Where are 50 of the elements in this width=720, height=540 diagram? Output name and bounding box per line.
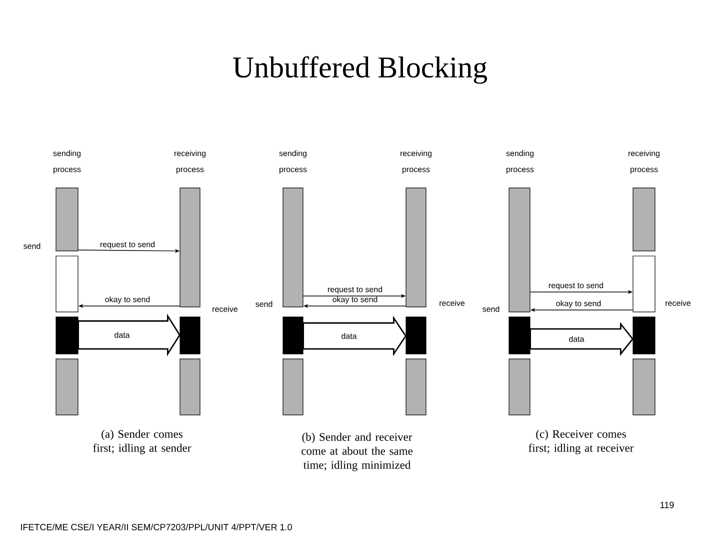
panel-caption: (b) Sender and receiver come at about the same time; idling minimized — [302, 432, 412, 472]
timeline-bar — [508, 358, 530, 416]
edge-label: okay to send — [332, 296, 378, 304]
event-label: receive — [212, 306, 238, 312]
edge-label: okay to send — [556, 300, 601, 308]
edge-label: request to send — [548, 282, 604, 290]
event-label: send — [482, 306, 500, 312]
process-heading: sending process — [279, 150, 307, 174]
event-label: receive — [440, 300, 465, 306]
timeline-bar — [282, 316, 304, 354]
timeline-bar — [282, 358, 304, 416]
timeline-bar — [508, 188, 530, 312]
timeline-bar — [508, 316, 530, 354]
timeline-bar — [282, 188, 304, 308]
timeline-bar — [56, 256, 78, 312]
event-label: receive — [666, 300, 691, 306]
timeline-bar — [180, 316, 200, 354]
event-label: send — [256, 301, 272, 307]
footer-text: IFETCE/ME CSE/I YEAR/II SEM/CP7203/PPL/UNIT 4/PPT/VER 1.0 — [21, 524, 292, 530]
timeline-bar — [56, 358, 78, 416]
page-number: 119 — [660, 502, 674, 508]
timeline-bar — [632, 256, 656, 312]
process-heading: sending process — [506, 150, 534, 174]
timeline-bar — [406, 188, 426, 308]
edge-label: okay to send — [105, 296, 150, 304]
timeline-bar — [406, 358, 426, 416]
timeline-bar — [180, 188, 200, 308]
process-heading: receiving process — [628, 150, 660, 174]
edge-label: data — [342, 333, 357, 339]
timeline-bar — [632, 358, 656, 416]
process-heading: receiving process — [400, 150, 432, 174]
event-label: send — [24, 243, 40, 249]
data-arrow — [78, 314, 181, 356]
timeline-bar — [632, 316, 656, 354]
edge-label: data — [569, 336, 584, 342]
timeline-bar — [56, 316, 78, 354]
edge-label: request to send — [328, 286, 382, 294]
process-heading: receiving process — [174, 150, 206, 174]
data-arrow — [530, 322, 634, 356]
process-heading: sending process — [53, 150, 81, 174]
edge-label: request to send — [100, 241, 155, 249]
data-arrow — [302, 316, 407, 356]
timeline-bar — [56, 188, 78, 252]
panel-caption: (c) Receiver comes first; idling at receiver — [528, 430, 634, 454]
timeline-bar — [632, 188, 656, 252]
timeline-bar — [180, 358, 200, 416]
slide-title: Unbuffered Blocking — [233, 56, 488, 84]
edge-label: data — [114, 332, 130, 338]
timeline-bar — [406, 316, 426, 354]
panel-caption: (a) Sender comes first; idling at sender — [93, 430, 192, 454]
